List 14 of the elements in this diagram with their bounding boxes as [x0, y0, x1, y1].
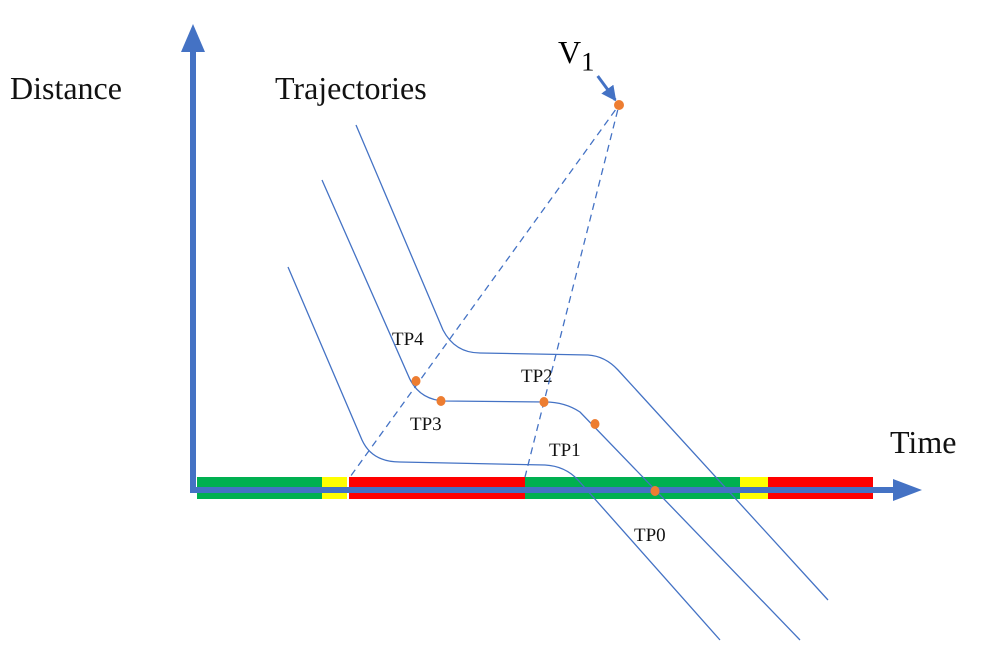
point-label: TP2 — [521, 367, 553, 386]
vehicle-label: V$_{1}$ — [558, 34, 594, 70]
axis-label: Time — [890, 426, 956, 458]
arrow — [596, 75, 617, 102]
signal-phase-bar — [197, 477, 873, 499]
point-label: TP3 — [410, 415, 442, 434]
vehicle-position-dot — [614, 100, 624, 110]
point-label: TP0 — [634, 526, 666, 545]
axis-label: Distance — [10, 72, 122, 104]
point-label: TP4 — [392, 330, 424, 349]
point-label: TP1 — [549, 441, 581, 460]
chart-label: Trajectories — [275, 72, 427, 104]
dashed-line — [349, 110, 616, 478]
dashed-line — [524, 110, 618, 478]
